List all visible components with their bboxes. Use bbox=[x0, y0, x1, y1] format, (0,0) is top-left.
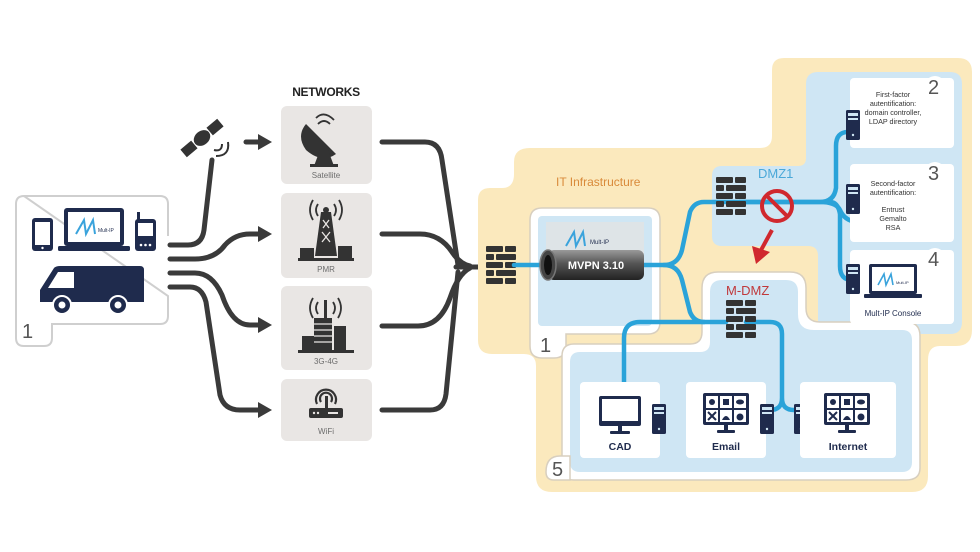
mult-ip-console-panel[interactable]: 4 Mult-IP Mult-IP Console bbox=[846, 248, 954, 324]
device-network-links bbox=[167, 139, 261, 413]
wifi-router-icon bbox=[309, 388, 343, 418]
server-icon bbox=[846, 110, 860, 140]
it-infrastructure-title: IT Infrastructure bbox=[556, 175, 641, 189]
cell-tower-icon bbox=[298, 297, 354, 353]
auth-text: Entrust bbox=[882, 205, 905, 214]
radio-handset-icon bbox=[135, 212, 156, 251]
dmz1-firewall-icon bbox=[716, 177, 746, 215]
devices-number: 1 bbox=[22, 321, 33, 343]
server-icon bbox=[652, 404, 666, 434]
blocked-icon bbox=[760, 189, 794, 223]
service-cad[interactable]: CAD bbox=[580, 382, 660, 458]
auth-text: Gemalto bbox=[879, 214, 906, 223]
network-label: PMR bbox=[317, 265, 335, 274]
network-satellite[interactable]: Satellite bbox=[281, 106, 372, 184]
laptop-icon: Mult-IP bbox=[864, 264, 922, 298]
van-icon bbox=[40, 266, 144, 315]
network-3g4g[interactable]: 3G-4G bbox=[281, 286, 372, 370]
auth-text: autentification: bbox=[870, 99, 916, 108]
monitor-icon bbox=[599, 396, 641, 434]
arrow-to-wifi bbox=[258, 402, 272, 418]
mvpn-panel: Mult-IP 1 bbox=[529, 207, 661, 359]
console-caption: Mult-IP Console bbox=[865, 309, 922, 318]
auth-text: LDAP directory bbox=[869, 117, 918, 126]
server-icon bbox=[760, 404, 774, 434]
server-icon bbox=[846, 264, 860, 294]
server-icon bbox=[846, 184, 860, 214]
redirect-arrow-icon bbox=[752, 229, 774, 264]
arrow-heads bbox=[258, 134, 272, 418]
network-pmr[interactable]: PMR bbox=[281, 193, 372, 278]
mdmz-label: M-DMZ bbox=[726, 283, 769, 298]
network-firewall-links bbox=[379, 139, 493, 413]
auth-number: 3 bbox=[928, 163, 939, 185]
mvpn-brand: Mult-IP bbox=[590, 240, 609, 246]
networks-title: NETWORKS bbox=[292, 85, 360, 99]
laptop-icon: Mult-IP bbox=[58, 208, 130, 251]
auth-first-factor-panel: 2 First-factor autentification: domain c… bbox=[846, 76, 954, 148]
signal-waves-icon bbox=[213, 141, 230, 157]
dmz1-label: DMZ1 bbox=[758, 166, 793, 181]
auth-text: RSA bbox=[886, 223, 901, 232]
radio-tower-icon bbox=[298, 199, 354, 261]
auth-number: 2 bbox=[928, 77, 939, 99]
network-label: 3G-4G bbox=[314, 357, 338, 366]
services-number-badge: 5 bbox=[545, 455, 571, 481]
service-email[interactable]: Email bbox=[686, 382, 766, 458]
network-label: Satellite bbox=[312, 171, 341, 180]
auth-text: domain controller, bbox=[865, 108, 922, 117]
auth-number: 4 bbox=[928, 249, 939, 271]
mvpn-tunnel[interactable]: MVPN 3.10 bbox=[539, 249, 644, 281]
service-internet[interactable]: Internet bbox=[800, 382, 896, 458]
laptop-brand: Mult-IP bbox=[98, 228, 115, 234]
auth-text: Second-factor bbox=[871, 179, 916, 188]
service-label: Email bbox=[712, 441, 740, 453]
devices-panel: Mult-IP 1 bbox=[15, 194, 169, 347]
arrow-to-satellite bbox=[258, 134, 272, 150]
tablet-icon bbox=[32, 218, 53, 251]
auth-text: First-factor bbox=[876, 90, 911, 99]
arrow-to-3g4g bbox=[258, 317, 272, 333]
mdmz-firewall-icon bbox=[726, 300, 756, 338]
auth-text: autentification: bbox=[870, 188, 916, 197]
network-wifi[interactable]: WiFi bbox=[281, 379, 372, 441]
mvpn-label: MVPN 3.10 bbox=[568, 260, 624, 272]
console-brand: Mult-IP bbox=[896, 280, 909, 285]
service-label: CAD bbox=[609, 441, 632, 453]
satellite-dish-icon bbox=[301, 113, 338, 167]
services-number: 5 bbox=[552, 459, 563, 481]
auth-second-factor-panel: 3 Second-factor autentification: Entrust… bbox=[846, 162, 954, 242]
arrow-to-pmr bbox=[258, 226, 272, 242]
entry-firewall-icon bbox=[486, 246, 516, 284]
mvpn-number: 1 bbox=[540, 335, 551, 357]
service-label: Internet bbox=[829, 441, 868, 453]
network-label: WiFi bbox=[318, 427, 334, 436]
satellite-icon bbox=[180, 118, 224, 158]
